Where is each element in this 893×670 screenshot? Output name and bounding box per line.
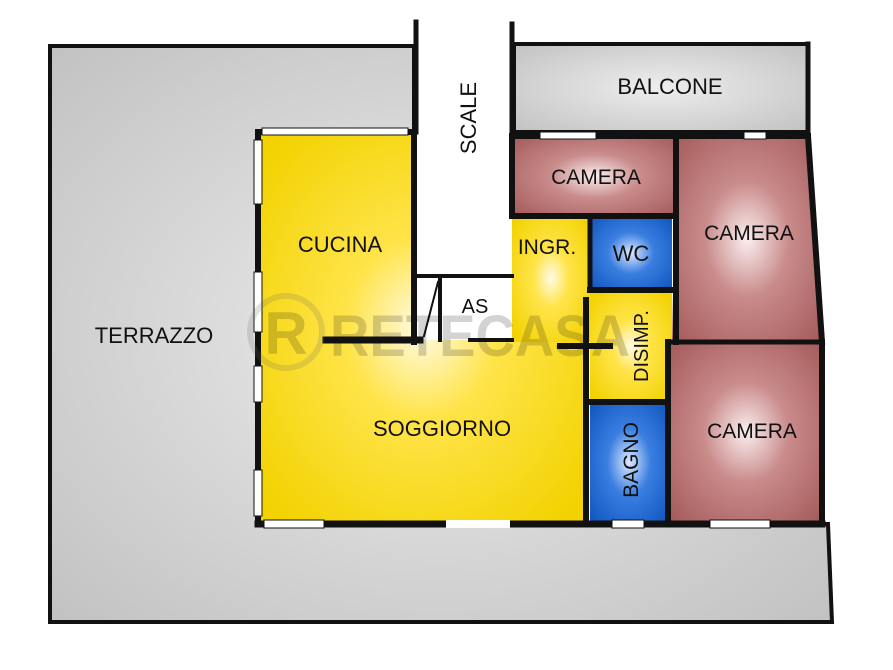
label-camera-right: CAMERA [704,222,794,245]
stairwell-area [418,20,512,338]
watermark-text: RETECASA [330,304,630,369]
label-balcone: BALCONE [617,74,722,99]
bedroom-bottom-area [670,342,822,522]
label-disimpegno: DISIMP. [631,310,653,382]
label-cucina: CUCINA [298,232,383,257]
label-as: AS [462,296,489,318]
svg-text:R: R [264,300,307,367]
label-ingresso: INGR. [518,236,576,259]
label-wc: WC [613,241,650,266]
windows [253,127,771,529]
label-scale: SCALE [456,82,481,154]
wc-area [590,216,672,290]
bathroom-area [590,402,668,522]
label-camera-bottom: CAMERA [707,420,797,443]
bedroom-top-area [514,136,676,216]
watermark: R RETECASA [247,293,630,371]
entrance-area [512,214,590,342]
label-soggiorno: SOGGIORNO [373,416,511,441]
label-terrazzo: TERRAZZO [95,323,214,348]
label-camera-top: CAMERA [551,166,641,189]
doors [446,520,510,528]
label-bagno: BAGNO [620,422,643,498]
living-area [258,132,586,524]
bedroom-right-area [672,136,822,342]
